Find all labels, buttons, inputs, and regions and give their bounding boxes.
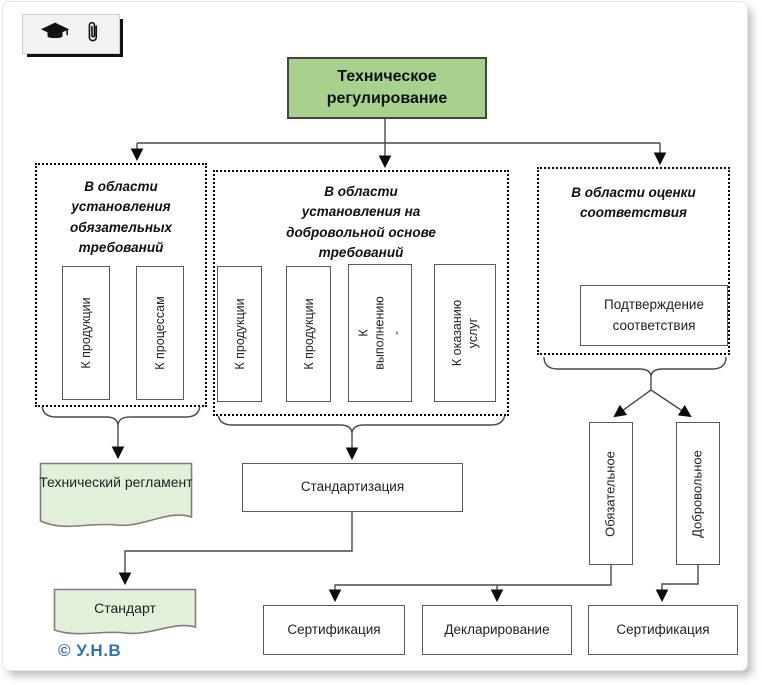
node-label: К продукции: [78, 297, 93, 369]
node-technical-regulation: Технический регламент: [39, 462, 193, 532]
node-to-products-3: К продукции: [286, 266, 331, 402]
copyright-text: © У.Н.В: [58, 641, 122, 660]
node-conformity-confirmation: Подтверждение соответствия: [580, 285, 728, 346]
graduation-cap-icon[interactable]: [40, 20, 70, 49]
paperclip-icon[interactable]: [84, 18, 102, 50]
node-to-fulfilment: К выполнению -: [348, 264, 412, 402]
group-title: В области оценки соответствия: [571, 185, 696, 221]
node-declaration: Декларирование: [422, 605, 572, 655]
node-label: Обязательное: [602, 450, 618, 537]
root-node: Техническое регулирование: [287, 57, 487, 119]
node-to-services: К оказанию услуг: [434, 264, 496, 402]
node-label: Стандарт: [94, 600, 156, 616]
node-certification-2: Сертификация: [588, 605, 738, 655]
node-label: Добровольное: [689, 449, 705, 538]
node-label: К процессам: [152, 296, 167, 370]
slide-page: Техническое регулирование В области уста…: [3, 2, 747, 670]
node-label: Технический регламент: [39, 474, 193, 490]
node-mandatory: Обязательное: [589, 422, 633, 565]
group-title: В области установления обязательных треб…: [69, 179, 173, 255]
node-to-products-2: К продукции: [217, 266, 262, 402]
node-voluntary: Добровольное: [676, 422, 720, 565]
node-certification-1: Сертификация: [263, 605, 405, 655]
node-to-products-1: К продукции: [62, 266, 110, 400]
node-standard: Стандарт: [53, 588, 197, 640]
node-standardization: Стандартизация: [242, 463, 463, 512]
group-title: В области установления на добровольной о…: [286, 184, 436, 260]
node-label: К продукции: [301, 298, 316, 370]
node-label: К продукции: [232, 298, 247, 370]
node-to-processes: К процессам: [136, 266, 184, 400]
node-label: К оказанию услуг: [449, 299, 480, 367]
node-label: К выполнению -: [356, 296, 404, 370]
attachment-toolbar: [22, 14, 120, 54]
